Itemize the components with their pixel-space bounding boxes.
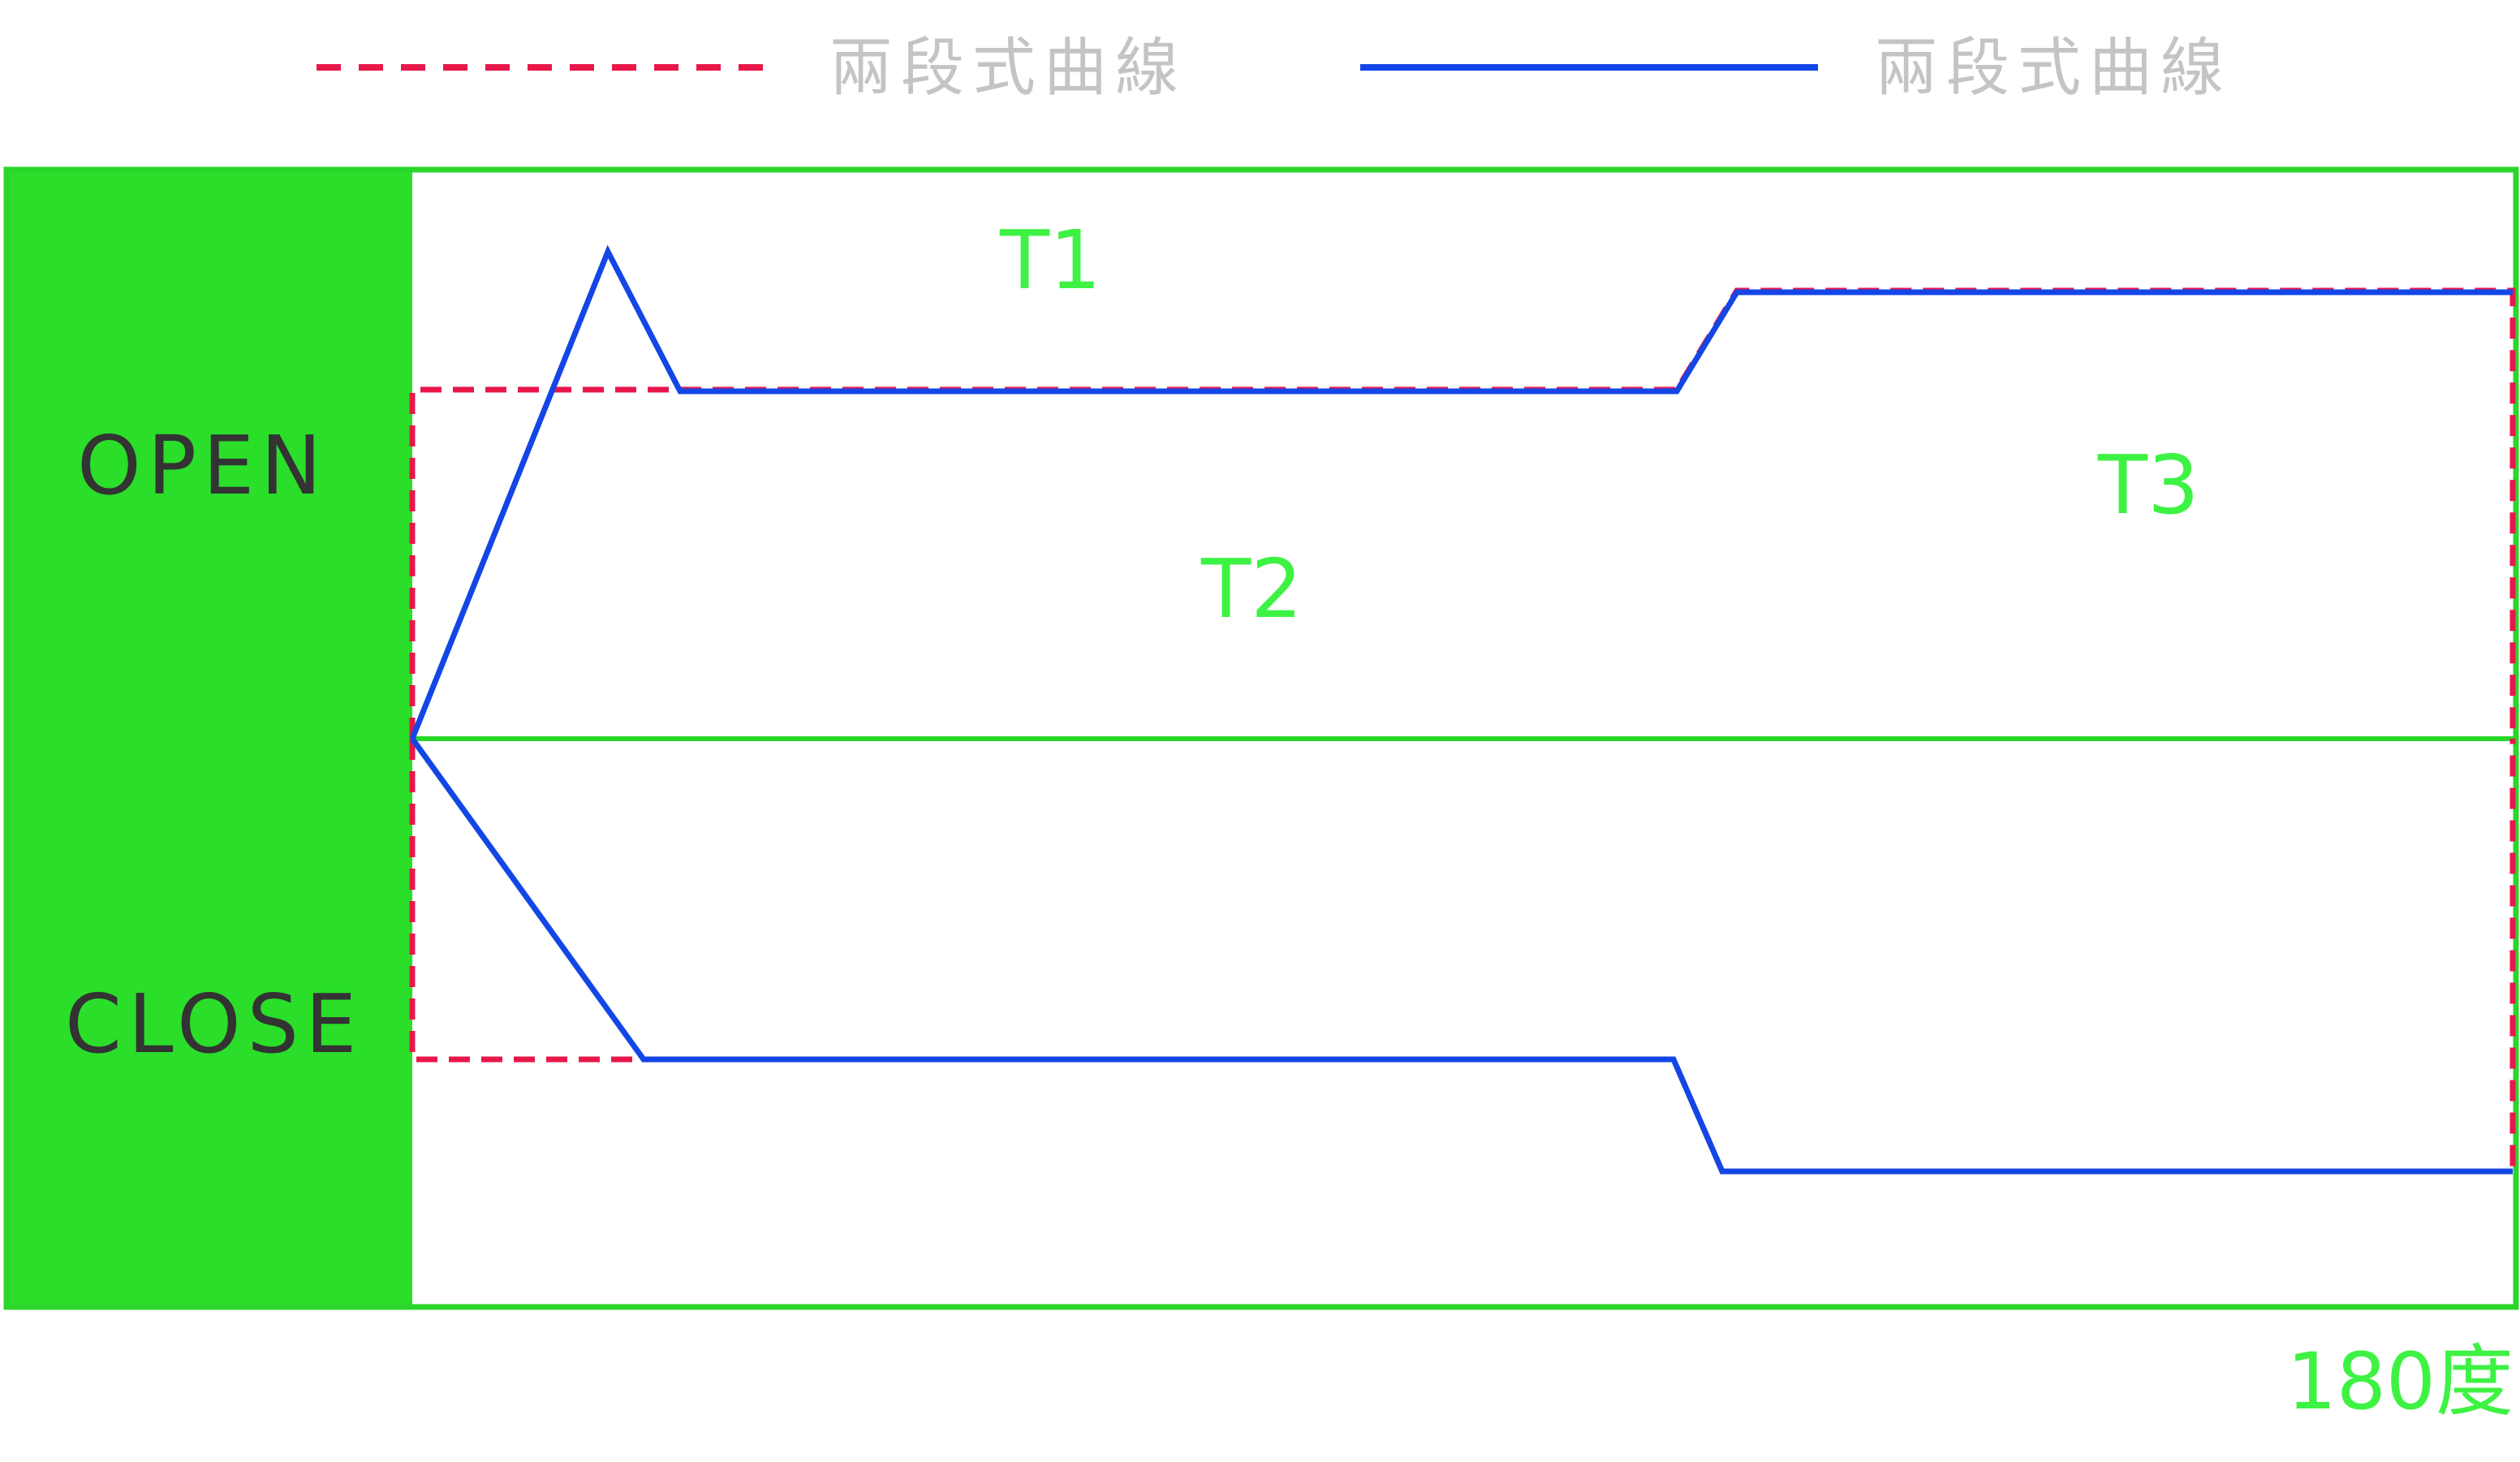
state-label-panel [4, 168, 412, 1309]
dashed-curve-close [409, 739, 2516, 1175]
open-label: OPEN [77, 418, 328, 513]
solid-curve-open [409, 244, 2513, 740]
legend-dashed-label: 兩段式曲線 [829, 32, 1187, 105]
close-label: CLOSE [65, 977, 363, 1072]
legend: 兩段式曲線 兩段式曲線 [317, 32, 2232, 105]
dashed-curve [409, 287, 2516, 1175]
phase-t1-label: T1 [999, 213, 1101, 308]
phase-t3-label: T3 [2097, 438, 2199, 533]
angle-label: 180度 [2287, 1336, 2514, 1427]
phase-t2-label: T2 [1200, 541, 1303, 636]
solid-curve-close [410, 736, 2513, 1175]
legend-solid-label: 兩段式曲線 [1875, 32, 2232, 105]
solid-curve [409, 244, 2513, 1175]
